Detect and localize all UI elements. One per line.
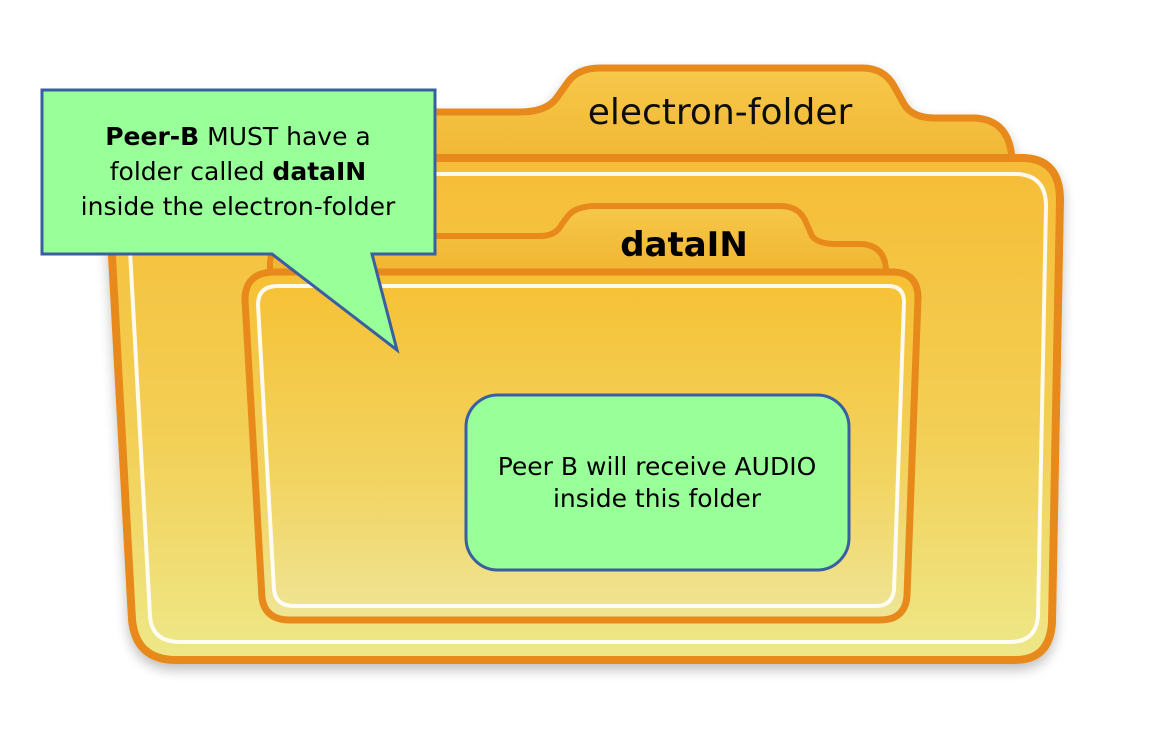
note-box-rect xyxy=(464,393,851,572)
callout-peer-b: Peer-B xyxy=(105,122,199,151)
callout-line-2-plain: folder called xyxy=(110,157,273,186)
callout-line-1: Peer-B MUST have a xyxy=(105,122,371,151)
callout-line-2: folder called dataIN xyxy=(110,157,366,186)
callout: Peer-B MUST have a folder called dataIN … xyxy=(40,88,437,354)
outer-folder-label: electron-folder xyxy=(588,92,853,133)
callout-bubble xyxy=(40,88,437,354)
note-box: Peer B will receive AUDIO inside this fo… xyxy=(464,393,851,572)
note-box-line-2: inside this folder xyxy=(553,484,762,513)
note-box-line-1: Peer B will receive AUDIO xyxy=(498,452,817,481)
inner-folder-rim xyxy=(255,284,907,608)
callout-line-3: inside the electron-folder xyxy=(81,192,396,221)
callout-datain: dataIN xyxy=(272,157,366,186)
inner-folder-label: dataIN xyxy=(620,225,748,265)
callout-line-1-rest: MUST have a xyxy=(199,122,371,151)
